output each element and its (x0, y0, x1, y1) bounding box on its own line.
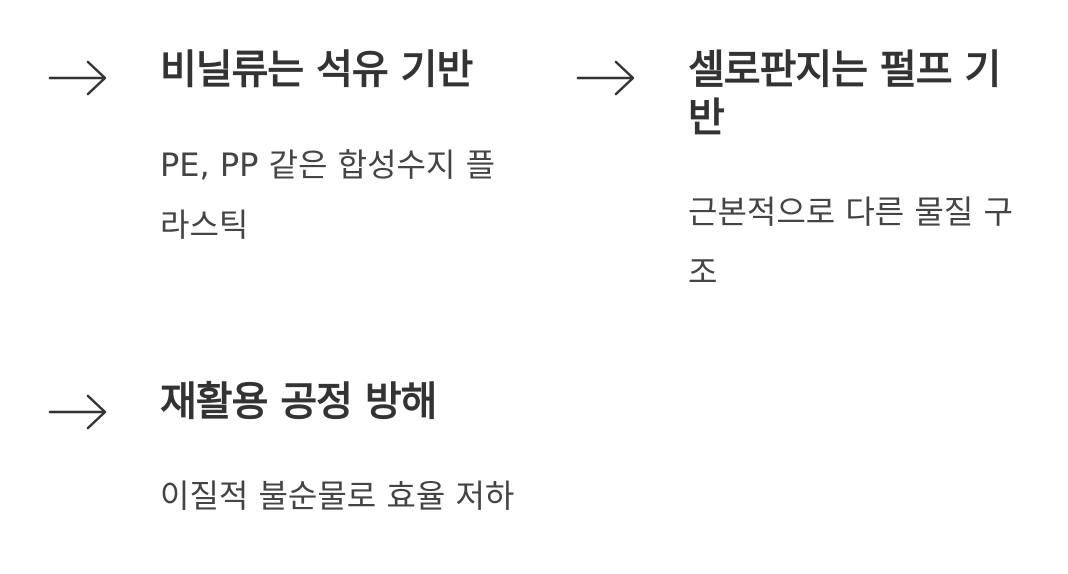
arrow-right-icon (48, 392, 108, 432)
point-description: 이질적 불순물로 효율 저하 (160, 477, 515, 515)
arrow-right-icon (48, 58, 108, 98)
point-item-1: 비닐류는 석유 기반 PE, PP 같은 합성수지 플라스틱 (0, 0, 540, 300)
point-description: PE, PP 같은 합성수지 플라스틱 (160, 146, 496, 244)
point-title: 셀로판지는 펄프 기반 (688, 47, 1001, 141)
point-description: 근본적으로 다른 물질 구조 (688, 193, 1013, 291)
point-title: 비닐류는 석유 기반 (160, 47, 473, 93)
point-item-2: 셀로판지는 펄프 기반 근본적으로 다른 물질 구조 (540, 0, 1068, 320)
point-title: 재활용 공정 방해 (160, 379, 437, 425)
point-item-3: 재활용 공정 방해 이질적 불순물로 효율 저하 (0, 330, 600, 570)
arrow-right-icon (576, 58, 636, 98)
